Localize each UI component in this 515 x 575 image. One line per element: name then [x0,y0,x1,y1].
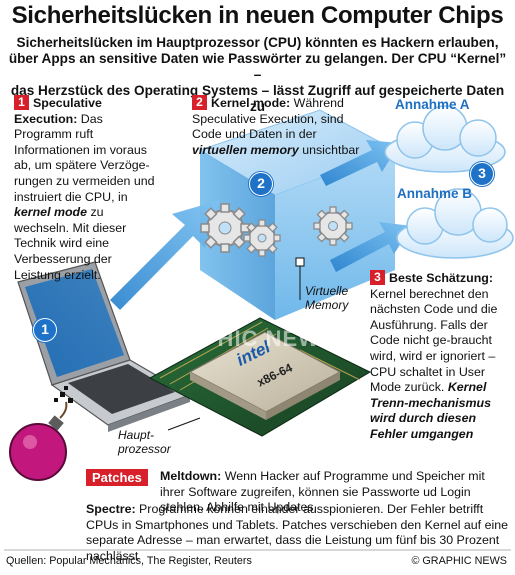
flow-arrow-laptop [110,200,220,310]
meltdown-text: Meltdown: Wenn Hacker auf Programme und … [160,469,485,515]
gear-icon [200,203,250,253]
step-1-badge: 1 [14,95,29,110]
gear-icon [243,219,281,257]
annahme-b-label: Annahme B [397,186,473,201]
flow-arrow-annahme-a [320,140,400,186]
bomb-icon [9,386,73,481]
watermark: GRAPHIC NEWS [150,326,336,351]
cloud-annahme-a [384,105,506,173]
marker-2: 2 [249,172,273,196]
flow-arrow-annahme-b [330,222,412,272]
page-subtitle: Sicherheitslücken im Hauptprozessor (CPU… [8,35,507,114]
gear-icon [313,206,353,246]
page-title: Sicherheitslücken in neuen Computer Chip… [11,2,504,29]
hauptprozessor-label: Haupt-prozessor [118,428,171,456]
spectre-text: Spectre: Programme können einander aussp… [86,502,508,563]
step-3-badge: 3 [370,270,385,285]
annahme-a-label: Annahme A [395,97,470,112]
laptop [17,261,192,432]
cpu-chip [148,257,372,437]
marker-1: 1 [33,318,57,342]
virtual-memory-label: Virtuelle Memory [305,284,349,312]
cloud-annahme-b [396,188,514,259]
step-2-badge: 2 [192,95,207,110]
footer-sources: Quellen: Popular Mechanics, The Register… [6,555,252,567]
footer-credit: © GRAPHIC NEWS [411,555,507,567]
patches-badge: Patches [86,469,148,487]
marker-3: 3 [470,162,494,186]
